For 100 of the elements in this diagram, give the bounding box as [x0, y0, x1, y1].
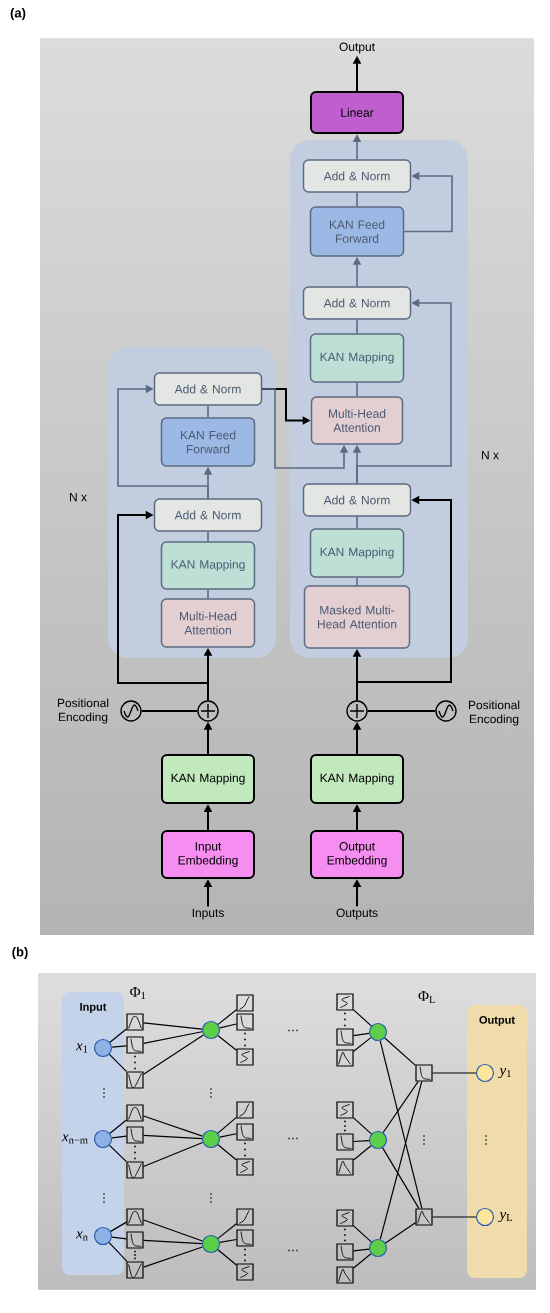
layer-label: Φ$_{1}$ [130, 987, 146, 999]
connector [207, 404, 209, 419]
variable-label: y$_{1}$ [498, 1067, 511, 1079]
connector [111, 1236, 127, 1240]
connector [143, 1022, 203, 1030]
process-box: KAN Mapping [309, 333, 405, 383]
connector [143, 1246, 203, 1268]
connector [109, 1119, 127, 1134]
spline-box [336, 1209, 354, 1227]
connector [356, 318, 358, 335]
ellipsis: ⋯ [288, 1249, 298, 1252]
connector [366, 710, 437, 712]
connector [353, 1248, 370, 1252]
adder-symbol [197, 700, 219, 722]
connector [117, 510, 209, 702]
connector [384, 1037, 416, 1066]
spline-box [336, 1028, 354, 1046]
process-box: Masked Multi-Head Attention [303, 585, 411, 649]
neuron-circle [201, 1020, 221, 1040]
spline-box [126, 1013, 144, 1031]
connector [219, 1238, 237, 1244]
process-box: Add & Norm [153, 498, 263, 532]
spline-box [336, 1049, 354, 1067]
spline-box [336, 1158, 354, 1176]
encoding-label: Positional Encoding [57, 698, 109, 724]
spline-box [236, 1048, 254, 1066]
process-box: KAN Feed Forward [160, 417, 256, 467]
ellipsis: ⋮ [423, 1135, 425, 1145]
neuron-circle [368, 1022, 388, 1042]
io-label: Inputs [192, 908, 224, 920]
connector [356, 381, 358, 398]
connector [217, 1223, 237, 1239]
panel-label: (b) [12, 946, 28, 960]
process-box: Linear [310, 91, 404, 134]
process-box: KAN Mapping [160, 541, 256, 590]
connector [207, 588, 209, 600]
spline-box [236, 1123, 254, 1141]
connector [353, 1139, 370, 1143]
process-box: KAN Mapping [161, 754, 255, 804]
ellipsis: ⋮ [210, 1193, 212, 1203]
process-box: Multi-Head Attention [310, 396, 404, 445]
connector [353, 1009, 372, 1027]
neuron-circle [368, 1238, 388, 1258]
spline-box [236, 994, 254, 1012]
connector [432, 1072, 477, 1074]
connector [217, 1035, 237, 1051]
connector [217, 1116, 237, 1134]
neuron-circle [368, 1130, 388, 1150]
connector [384, 1222, 416, 1244]
spline-box [126, 1231, 144, 1249]
connector [143, 1134, 203, 1140]
connector [217, 1249, 237, 1266]
spline-box [236, 1208, 254, 1226]
variable-label: y$_{L}$ [498, 1211, 512, 1223]
spline-box [336, 1101, 354, 1119]
repeat-label: N x [482, 450, 499, 460]
spline-box [415, 1064, 433, 1082]
process-box: Add & Norm [302, 286, 412, 320]
layer-label: Φ$_{L}$ [418, 991, 435, 1003]
process-box: Multi-Head Attention [160, 598, 256, 648]
neuron-circle [201, 1234, 221, 1254]
connector [143, 1115, 203, 1137]
connector [356, 576, 358, 587]
spline-box [336, 993, 354, 1011]
connector [219, 1023, 237, 1029]
spline-box [236, 1101, 254, 1119]
ellipsis: ⋯ [288, 1137, 298, 1140]
connector [353, 1117, 372, 1135]
connector [382, 1081, 419, 1134]
ellipsis: ⋮ [103, 1193, 105, 1203]
io-label: Outputs [336, 908, 378, 920]
connector [110, 1221, 127, 1232]
spline-box [126, 1104, 144, 1122]
connector [219, 1133, 237, 1138]
connector [353, 1225, 372, 1243]
connector [353, 1253, 372, 1269]
spline-box [415, 1208, 433, 1226]
spline-box [336, 1266, 354, 1284]
connector [143, 1141, 204, 1168]
connector [143, 1239, 203, 1245]
spline-box [336, 1133, 354, 1151]
encoding-label: Positional Encoding [468, 700, 520, 726]
adder-symbol [346, 700, 368, 722]
connector [143, 1219, 204, 1242]
connector [111, 1135, 127, 1139]
spline-box [336, 1243, 354, 1261]
process-box: Add & Norm [302, 159, 412, 193]
ellipsis: ⋯ [288, 1029, 298, 1032]
connector [109, 1028, 127, 1043]
repeat-label: N x [70, 492, 87, 502]
connector [382, 1147, 420, 1209]
spline-box [126, 1208, 144, 1226]
neuron-circle [201, 1129, 221, 1149]
process-box: Add & Norm [302, 483, 412, 517]
spline-box [236, 1013, 254, 1031]
process-box: KAN Mapping [310, 754, 404, 804]
connector [432, 1216, 477, 1218]
spline-box [126, 1036, 144, 1054]
connector [379, 1040, 423, 1209]
connector [117, 384, 209, 500]
